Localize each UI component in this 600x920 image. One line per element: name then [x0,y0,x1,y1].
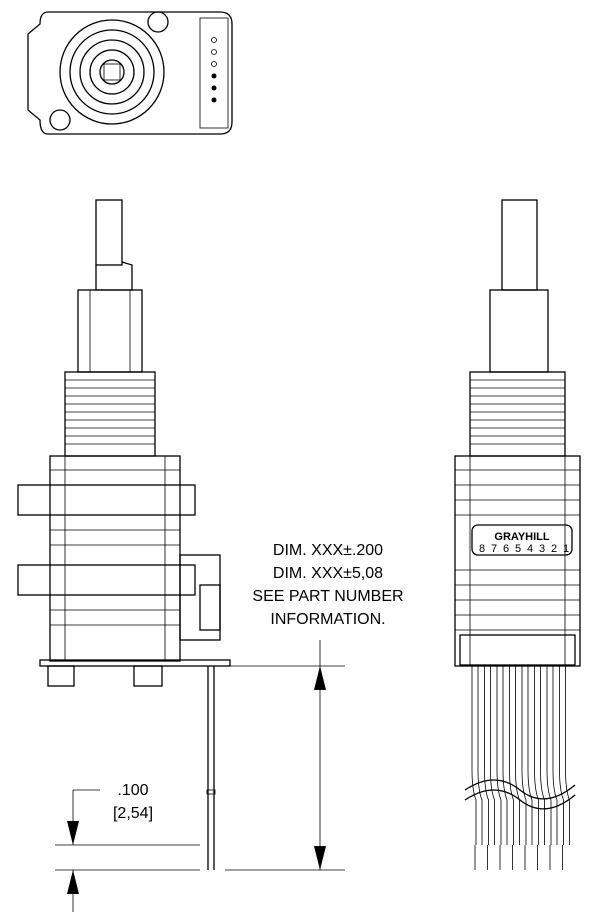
ribbon-wire [534,666,545,870]
top-view [27,11,233,135]
ribbon-wire [484,666,495,870]
ribbon-wire [521,666,533,870]
side-view-left [17,199,231,870]
ribbon-wires [464,666,576,870]
top-pins [211,37,217,103]
note-line-3: SEE PART NUMBER [252,588,403,605]
pin-number: 2 [551,543,557,555]
pin-number: 6 [503,543,509,555]
note-line-4: INFORMATION. [270,611,385,628]
dimension-lines [55,640,345,912]
pin-number: 4 [527,543,533,555]
ribbon-wire [509,666,520,870]
pin-number: 8 [479,543,485,555]
ribbon-wire [471,666,483,870]
pin-number: 7 [491,543,497,555]
pin-number: 3 [539,543,545,555]
pin-dimension-mm: [2,54] [113,805,153,822]
note-line-1: DIM. XXX±.200 [273,542,383,559]
pin-dimension-inch: .100 [117,782,148,799]
pin-number: 1 [563,543,569,555]
ribbon-wire [559,666,570,870]
ribbon-wire [496,666,508,870]
note-line-2: DIM. XXX±5,08 [273,565,383,582]
thread-right [469,371,566,457]
ribbon-wire [546,666,558,870]
brand-text: GRAYHILL [494,531,549,543]
brand-label [471,524,573,556]
thread [64,371,156,457]
ribbon-break [464,779,576,810]
pin-number: 5 [515,543,521,555]
